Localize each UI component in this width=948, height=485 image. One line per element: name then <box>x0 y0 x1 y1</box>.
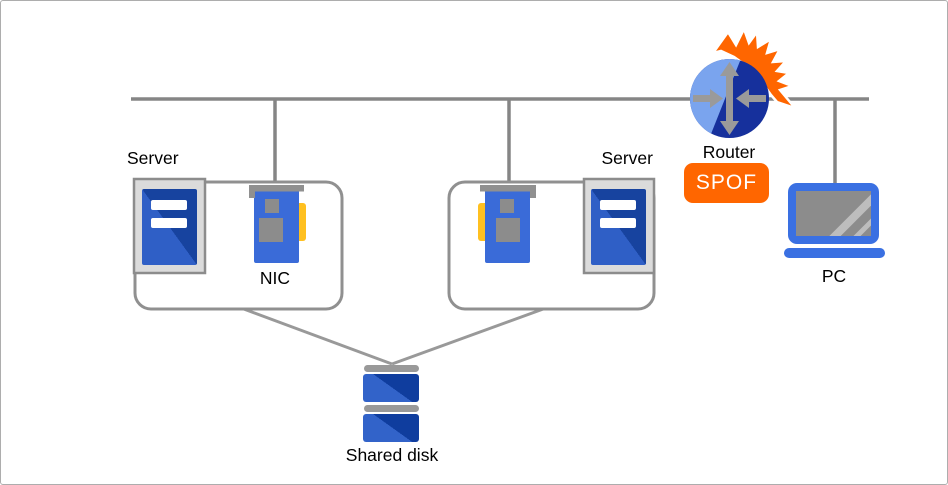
router-icon <box>690 59 769 138</box>
label-nic: NIC <box>259 268 291 288</box>
group-left-to-disk-line <box>240 306 393 366</box>
server-icon-left <box>132 177 207 275</box>
shared-disk-icon <box>363 365 419 442</box>
label-router: Router <box>702 142 756 162</box>
label-shared-disk: Shared disk <box>345 445 439 465</box>
label-pc: PC <box>821 266 847 286</box>
nic-icon-left <box>249 185 306 263</box>
group-right-to-disk-line <box>391 306 547 366</box>
label-server-right: Server <box>601 148 653 168</box>
label-server-left: Server <box>127 148 179 168</box>
spof-badge: SPOF <box>684 163 769 203</box>
laptop-icon <box>784 183 885 258</box>
nic-icon-right <box>478 185 536 263</box>
server-icon-right <box>582 177 656 275</box>
